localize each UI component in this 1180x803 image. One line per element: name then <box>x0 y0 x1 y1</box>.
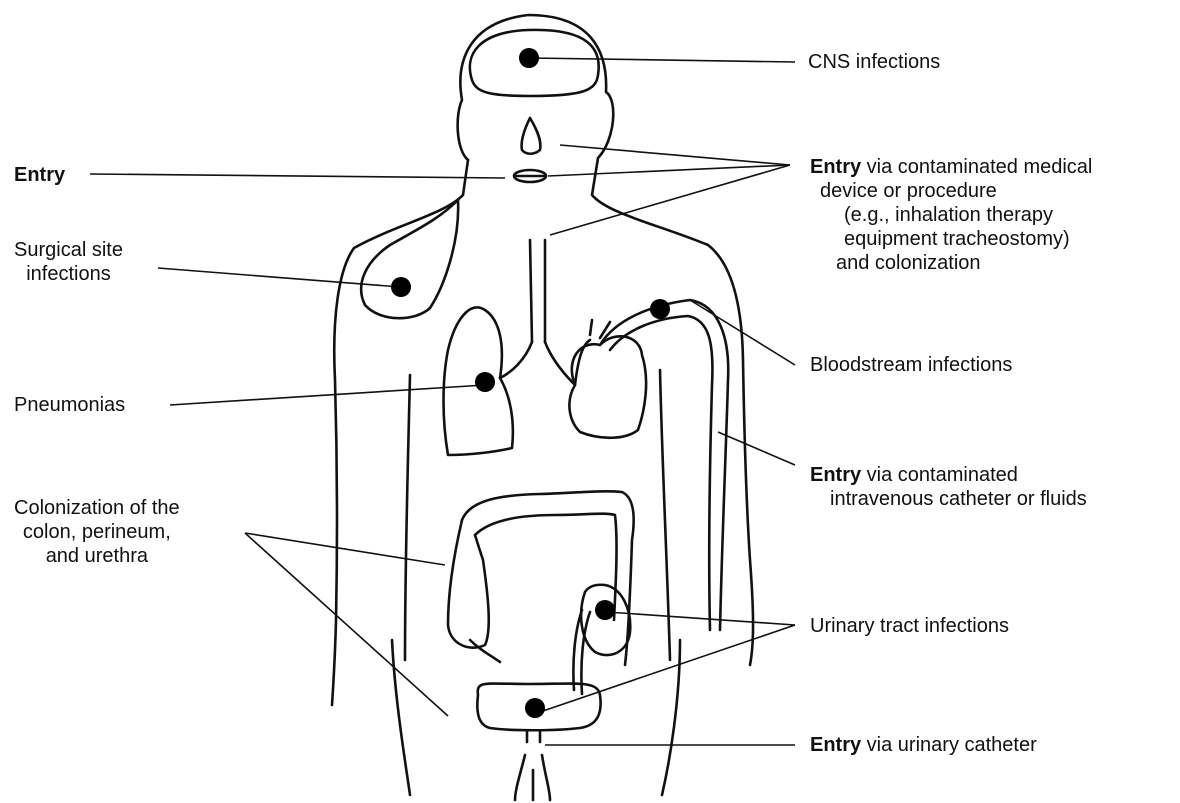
leader-entry-left <box>90 174 505 178</box>
dot-urinary-bladder <box>525 698 545 718</box>
dot-pneumonia <box>475 372 495 392</box>
label-pneumonias: Pneumonias <box>14 393 125 417</box>
dot-cns <box>519 48 539 68</box>
label-entry-iv: Entry via contaminated intravenous cathe… <box>810 463 1087 511</box>
leader-cns <box>530 58 795 62</box>
leader-urinary-b <box>540 625 795 712</box>
leader-device-a <box>560 145 790 165</box>
leader-iv <box>718 432 795 465</box>
label-urinary: Urinary tract infections <box>810 614 1009 638</box>
leader-device-c <box>550 165 790 235</box>
label-entry-device: Entry via contaminated medical device or… <box>810 155 1092 275</box>
leader-device-b <box>548 165 790 176</box>
leader-pneumonias <box>170 385 485 405</box>
dot-bloodstream <box>650 299 670 319</box>
dot-urinary-kidney <box>595 600 615 620</box>
label-surgical-site: Surgical site infections <box>14 238 123 286</box>
label-cns-infections: CNS infections <box>808 50 940 74</box>
label-bloodstream: Bloodstream infections <box>810 353 1012 377</box>
leg-right <box>662 640 680 795</box>
crotch <box>515 755 550 800</box>
arm-left-inner <box>405 375 410 660</box>
nose <box>522 118 541 154</box>
dot-surgical <box>391 277 411 297</box>
leg-left <box>392 640 410 795</box>
label-colonization: Colonization of the colon, perineum, and… <box>14 496 180 568</box>
label-entry-catheter: Entry via urinary catheter <box>810 733 1037 757</box>
label-entry-left: Entry <box>14 163 65 187</box>
leader-urinary-a <box>607 612 795 625</box>
trachea <box>530 240 545 342</box>
surgical-site-outline <box>361 200 458 318</box>
